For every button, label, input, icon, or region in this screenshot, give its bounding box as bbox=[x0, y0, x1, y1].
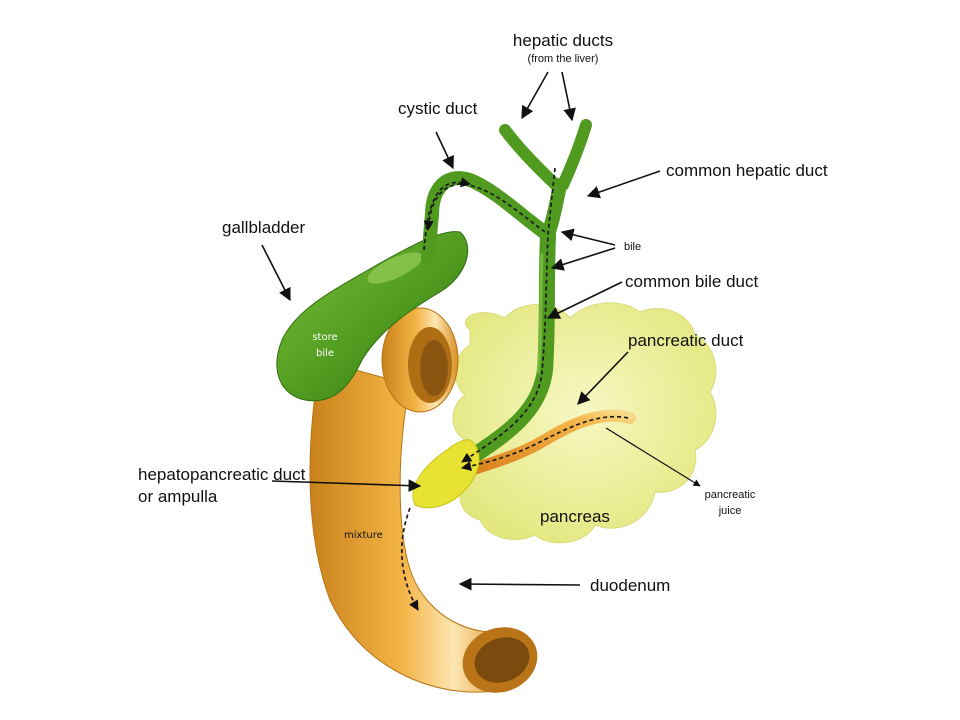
flow-paths bbox=[400, 167, 629, 611]
label-gallbladder: gallbladder bbox=[222, 218, 306, 237]
right-hepatic-duct bbox=[557, 119, 592, 191]
label-hepatic-ducts: hepatic ducts bbox=[513, 31, 613, 50]
label-hepatopancreatic-1: hepatopancreatic duct bbox=[138, 465, 306, 484]
leader-arrows bbox=[261, 71, 701, 591]
label-hepatopancreatic-2: or ampulla bbox=[138, 487, 218, 506]
label-store-bile-2: bile bbox=[316, 348, 334, 359]
label-mixture: mixture bbox=[344, 530, 383, 541]
label-pancreatic-juice-2: juice bbox=[718, 505, 742, 517]
label-cystic-duct: cystic duct bbox=[398, 99, 478, 118]
label-common-bile-duct: common bile duct bbox=[625, 272, 759, 291]
label-pancreatic-juice-1: pancreatic bbox=[705, 489, 756, 501]
label-common-hepatic-duct: common hepatic duct bbox=[666, 161, 828, 180]
label-duodenum: duodenum bbox=[590, 576, 670, 595]
labels: hepatic ducts (from the liver) cystic du… bbox=[138, 31, 828, 595]
label-pancreas: pancreas bbox=[540, 507, 610, 526]
label-store-bile-1: store bbox=[312, 332, 337, 343]
label-pancreatic-duct: pancreatic duct bbox=[628, 331, 744, 350]
left-hepatic-duct bbox=[499, 124, 562, 191]
cystic-duct-shape bbox=[421, 171, 555, 265]
label-hepatic-ducts-sub: (from the liver) bbox=[528, 53, 599, 65]
label-bile: bile bbox=[624, 241, 641, 253]
duodenum-shape bbox=[309, 307, 538, 693]
gallbladder-shape bbox=[276, 231, 469, 402]
